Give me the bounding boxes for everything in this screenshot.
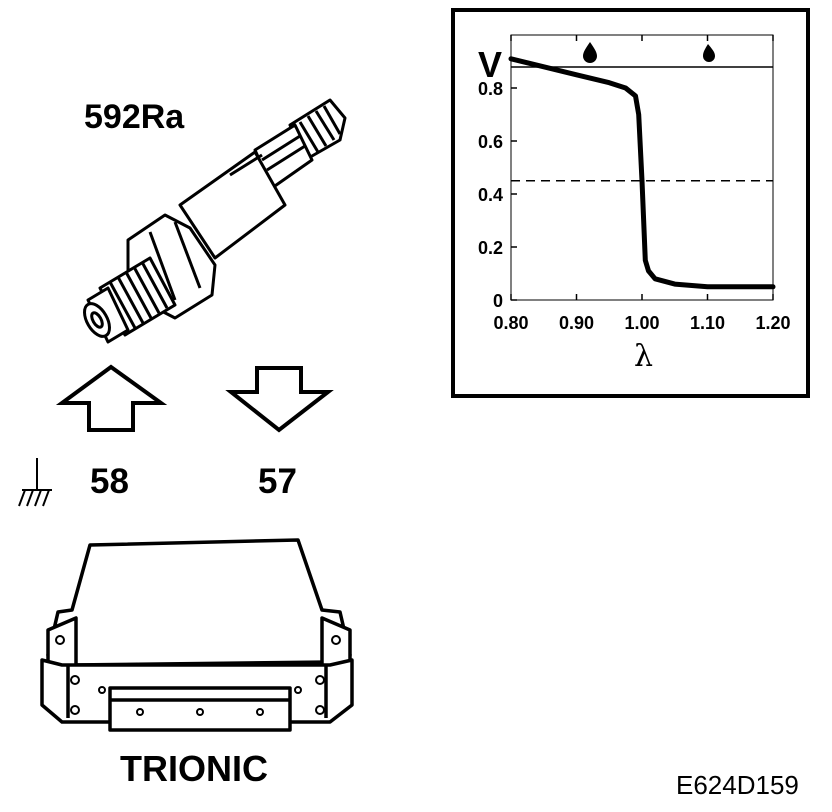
ground-symbol-icon xyxy=(18,458,52,507)
x-tick-label: 1.10 xyxy=(690,313,725,333)
oxygen-sensor-drawing xyxy=(83,98,347,344)
arrow-down-icon xyxy=(225,366,334,433)
chart-frame xyxy=(451,8,810,398)
fuel-drop-icon xyxy=(703,44,715,62)
y-tick-label: 0.6 xyxy=(478,132,503,152)
x-tick-label: 1.20 xyxy=(755,313,790,333)
x-tick-label: 0.90 xyxy=(559,313,594,333)
ecu-name-label: TRIONIC xyxy=(120,748,268,789)
fuel-drop-icon xyxy=(583,42,597,63)
sensor-id-label: 592Ra xyxy=(84,98,185,136)
ecu-unit-drawing xyxy=(40,538,354,732)
pin-58-label: 58 xyxy=(90,462,129,501)
x-tick-label: 1.00 xyxy=(624,313,659,333)
x-tick-label: 0.80 xyxy=(493,313,528,333)
y-axis-label: V xyxy=(478,44,502,85)
voltage-curve xyxy=(508,56,776,290)
y-tick-label: 0 xyxy=(493,291,503,311)
lambda-voltage-chart: 0.80 0.90 1.00 1.10 1.20 0 0.2 0.4 0.6 0.8 V λ xyxy=(478,34,791,374)
pin-57-label: 57 xyxy=(258,462,297,501)
y-tick-label: 0.2 xyxy=(478,238,503,258)
y-tick-label: 0.8 xyxy=(478,79,503,99)
figure-code: E624D159 xyxy=(676,770,799,800)
ecu-screw-holes xyxy=(55,635,341,716)
y-tick-label: 0.4 xyxy=(478,185,503,205)
x-axis-label: λ xyxy=(634,339,653,374)
arrow-up-icon xyxy=(55,364,168,432)
